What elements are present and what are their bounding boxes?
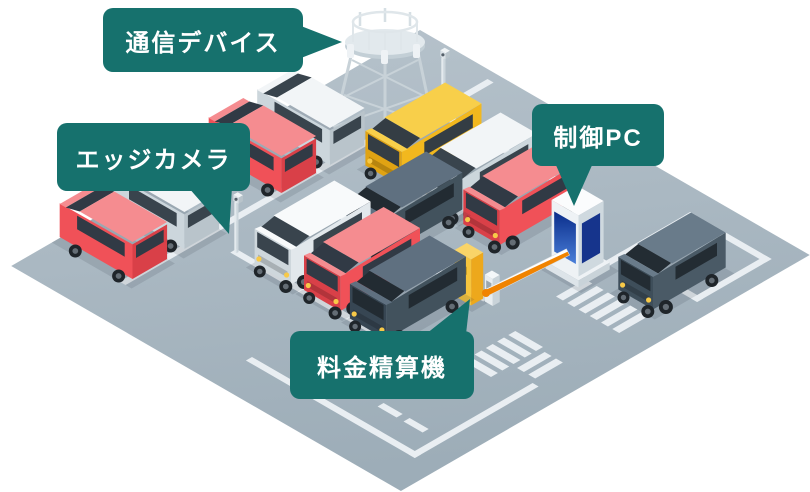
callout-payment-machine: 料金精算機 [290, 331, 474, 399]
callout-payment-machine-label: 料金精算機 [317, 354, 447, 382]
edge-camera-pole-left [233, 192, 243, 254]
callout-edge-camera-label: エッジカメラ [75, 146, 232, 174]
callout-tails [188, 26, 593, 334]
callout-edge-camera: エッジカメラ [57, 123, 250, 191]
callout-tail-control-pc [555, 163, 593, 206]
parked-car-dark-2 [341, 235, 475, 350]
callout-control-pc-label: 制御PC [553, 124, 643, 152]
barrier-gate-arm [482, 248, 571, 297]
callout-control-pc: 制御PC [532, 104, 664, 166]
callout-communication-device: 通信デバイス [103, 8, 303, 72]
callout-communication-device-label: 通信デバイス [125, 29, 281, 57]
callout-tail-edge-camera [188, 187, 232, 234]
parked-car-red-4 [51, 184, 175, 289]
parked-car-suv [609, 212, 735, 320]
callout-tail-payment-machine [426, 299, 470, 334]
callout-tail-communication-device [301, 26, 342, 58]
